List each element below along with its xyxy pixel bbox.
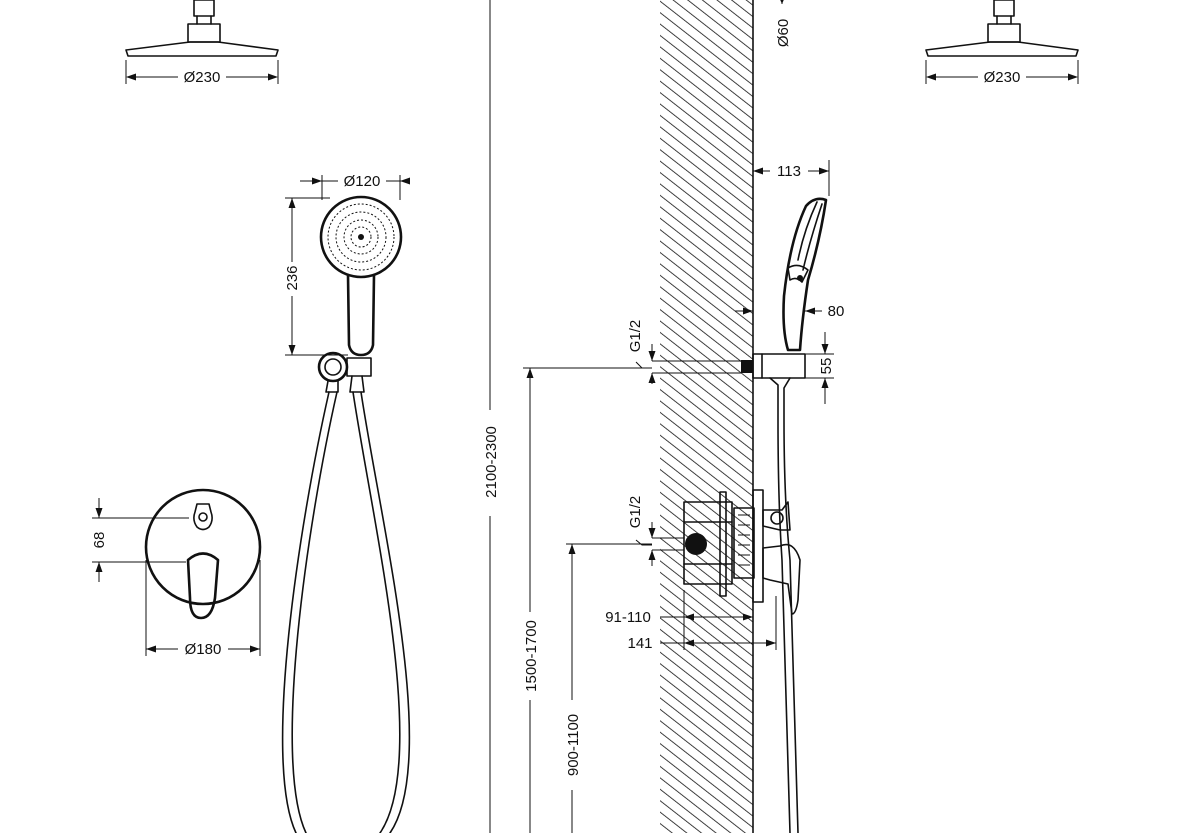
hand-shower-front: Ø120 236: [281, 173, 411, 833]
rain-head-left-diameter-label: Ø230: [184, 69, 221, 86]
hand-shower-side: 113 80 55: [735, 160, 844, 833]
valve-height-dimension: 900-1100: [565, 543, 652, 833]
upper-connection: G1/2: [627, 320, 741, 384]
hand-shower-diameter-label: Ø120: [344, 173, 381, 190]
wall-plate-diameter-label: Ø180: [185, 641, 222, 658]
handle-spacing-label: 68: [91, 532, 108, 549]
hand-shower-height-dimension: 1500-1700: [523, 367, 652, 833]
hand-shower-height-label: 1500-1700: [523, 620, 540, 692]
wall-section: [660, 0, 754, 833]
holder-projection-label: 80: [828, 303, 845, 320]
upper-thread-label: G1/2: [627, 320, 644, 353]
total-height-dimension: 2100-2300: [483, 0, 500, 833]
rain-head-right: Ø230: [925, 0, 1079, 86]
valve-side: G1/2 91-110 141: [605, 489, 801, 652]
total-height-label: 2100-2300: [483, 426, 500, 498]
shower-arm-dimension: Ø60: [775, 0, 792, 47]
valve-height-label: 900-1100: [565, 714, 582, 776]
projection-label: 113: [777, 163, 801, 180]
rain-head-left: Ø230: [125, 0, 279, 86]
valve-depth-range-label: 91-110: [605, 609, 651, 626]
hand-shower-length-label: 236: [284, 265, 301, 290]
lower-thread-label: G1/2: [627, 496, 644, 529]
holder-height-label: 55: [818, 358, 835, 375]
valve-total-depth-label: 141: [627, 635, 652, 652]
mixer-wall-plate: 68 Ø180: [91, 488, 262, 658]
shower-arm-diameter-label: Ø60: [775, 19, 792, 47]
rain-head-right-diameter-label: Ø230: [984, 69, 1021, 86]
